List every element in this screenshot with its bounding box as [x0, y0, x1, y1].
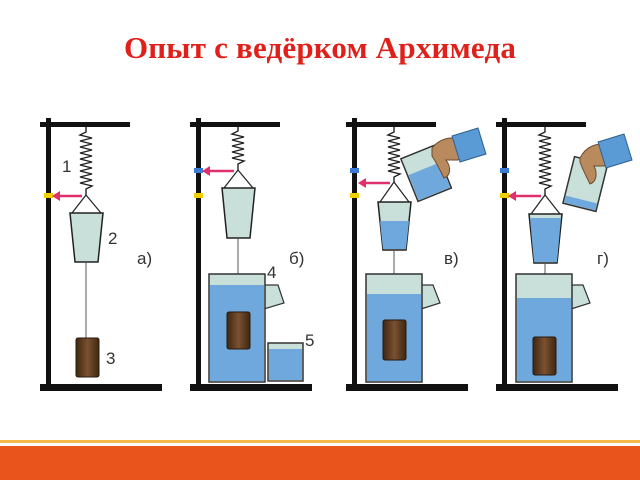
panel-label-b: б) [289, 249, 304, 268]
stand [40, 118, 162, 391]
part-number-1: 1 [62, 157, 71, 176]
panel-label-a: а) [137, 249, 152, 268]
cylinder-body [75, 337, 100, 378]
part-number-2: 2 [108, 229, 117, 248]
panel-label-d: г) [597, 249, 609, 268]
pointer-arrow [52, 191, 82, 201]
spring [229, 127, 247, 170]
overflow-vessel-spout [263, 284, 285, 310]
sleeve [451, 127, 487, 163]
footer-accent-line [0, 440, 640, 443]
panel-b [190, 118, 312, 391]
hanger [379, 181, 410, 203]
hand-pouring-beaker [399, 127, 487, 203]
spring [77, 127, 95, 195]
pointer-arrow [202, 166, 234, 176]
overflow-vessel-spout [420, 284, 441, 310]
spring [385, 127, 403, 182]
cylinder-body [226, 311, 251, 350]
bucket-water [530, 218, 561, 262]
cylinder-body [532, 336, 557, 376]
page-title: Опыт с ведёрком Архимеда [123, 30, 517, 65]
cylinder-body [382, 319, 407, 361]
stand [190, 118, 312, 391]
hanger [530, 194, 561, 215]
stand [496, 118, 618, 391]
pointer-arrow [508, 191, 541, 201]
sleeve [597, 133, 633, 169]
stand [346, 118, 468, 391]
part-number-5: 5 [305, 331, 314, 350]
panel-d [496, 118, 633, 391]
spring [536, 127, 554, 195]
bucket [69, 212, 104, 263]
bucket [221, 187, 256, 239]
part-number-3: 3 [106, 349, 115, 368]
pointer-arrow [358, 178, 390, 188]
part-number-4: 4 [267, 263, 276, 282]
panel-c [346, 118, 487, 391]
panel-label-c: в) [444, 249, 459, 268]
hanger [71, 194, 102, 214]
bucket-water [380, 221, 409, 249]
panel-a [40, 118, 162, 391]
hanger [223, 169, 254, 189]
overflow-vessel-spout [570, 284, 591, 310]
catch-beaker-water [269, 349, 302, 380]
hand-with-empty-beaker [562, 133, 633, 213]
footer-bar [0, 446, 640, 480]
